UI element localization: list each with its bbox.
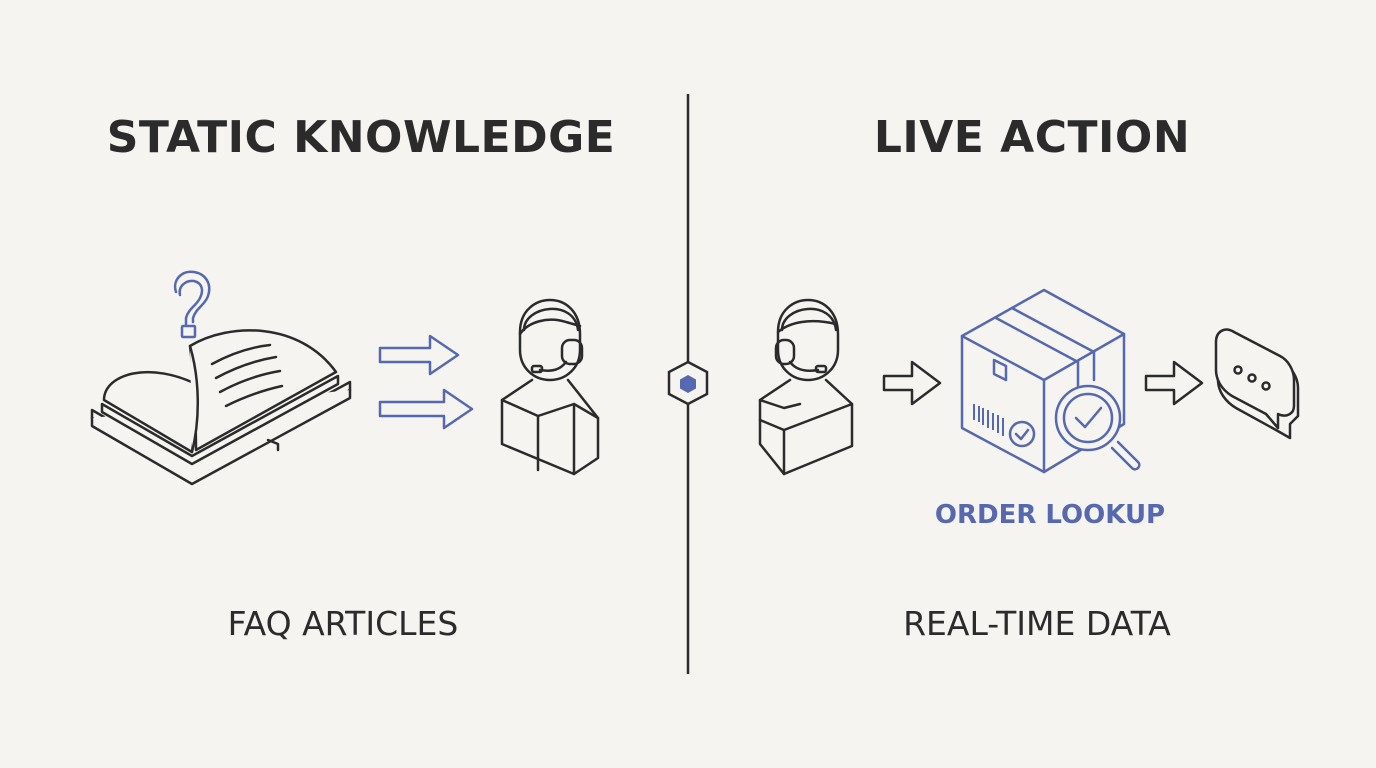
hexagon-node-icon (667, 360, 709, 406)
package-box-icon (960, 288, 1126, 474)
support-agent-icon (500, 298, 600, 476)
chat-dots (1233, 365, 1271, 391)
check-circle-icon (1008, 420, 1036, 448)
barcode (973, 404, 1004, 436)
order-lookup-label: ORDER LOOKUP (934, 500, 1166, 530)
arrow-right-icon (1144, 360, 1204, 406)
right-panel-caption: REAL-TIME DATA (903, 604, 1171, 643)
left-panel-title: STATIC KNOWLEDGE (106, 112, 616, 163)
left-panel-caption: FAQ ARTICLES (227, 604, 459, 643)
question-mark-icon (173, 270, 211, 339)
support-agent-icon (758, 298, 854, 476)
arrow-right-icon (378, 334, 460, 376)
open-book-icon (90, 329, 352, 486)
magnifier-check-icon (1054, 384, 1141, 471)
chat-bubble-icon (1214, 328, 1300, 440)
right-panel-title: LIVE ACTION (873, 112, 1191, 163)
book-text-lines (210, 343, 284, 408)
arrow-right-icon (378, 388, 474, 430)
arrow-right-icon (882, 360, 942, 406)
